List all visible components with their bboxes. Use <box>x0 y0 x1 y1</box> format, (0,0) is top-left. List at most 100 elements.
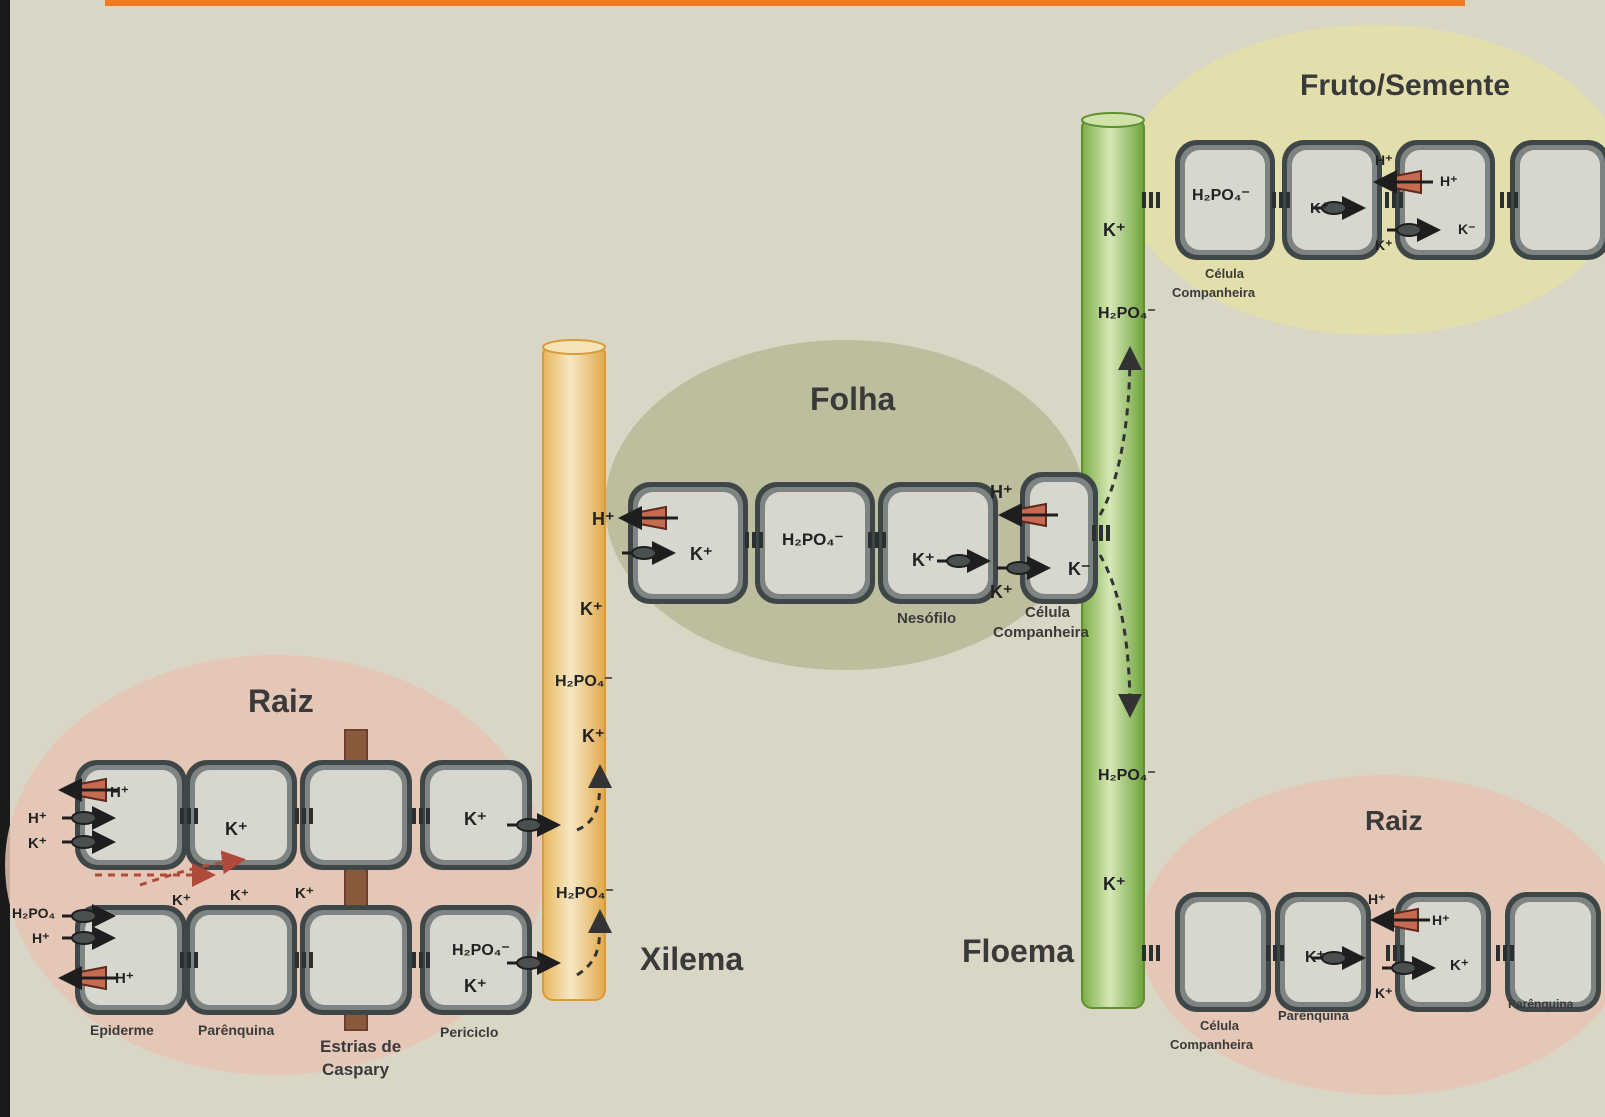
ion-k-leaf-cc: K⁺ <box>990 582 1013 602</box>
raiz-left-title: Raiz <box>248 683 314 719</box>
fruto-cell-4 <box>1510 140 1605 260</box>
channel-leaf-cc <box>997 556 1051 580</box>
leaf-companion-cell <box>1020 472 1098 604</box>
ion-k-epi-out: K⁺ <box>28 835 47 852</box>
fruto-plasmodesma-1 <box>1385 192 1403 208</box>
root-plasmodesma-top-2 <box>412 808 430 824</box>
ion-k-rraiz-3: K⁺ <box>1450 957 1469 974</box>
ion-h-epi-pump: H⁺ <box>110 784 129 801</box>
root-cell-top-4 <box>420 760 532 870</box>
ion-k-apo-3: K⁺ <box>295 885 314 902</box>
ion-k-xylem-1: K⁺ <box>580 599 603 619</box>
ion-h2po4-xylem-1: H₂PO₄⁻ <box>555 673 613 690</box>
ion-h2po4-fruto: H₂PO₄⁻ <box>1192 187 1250 204</box>
channel-leaf-1 <box>622 541 676 565</box>
symport-epi-top-2 <box>62 830 116 854</box>
ion-h2po4-phloem-1: H₂PO₄⁻ <box>1098 305 1156 322</box>
xilema-title: Xilema <box>640 941 743 977</box>
channel-peri-bot <box>507 951 561 975</box>
xylem-up-arrow-1 <box>576 764 612 832</box>
top-bar <box>105 0 1465 6</box>
xylem-up-arrow-2 <box>576 909 612 977</box>
fruto-cell-3 <box>1395 140 1495 260</box>
fruto-cell-1 <box>1175 140 1275 260</box>
rraiz-cell-2 <box>1275 892 1371 1012</box>
raiz-right-region <box>1140 775 1605 1095</box>
celula-fruto-label-1: Célula <box>1205 266 1245 281</box>
celula-leaf-label-2: Companheira <box>993 624 1090 641</box>
ion-h2po4-xylem-2: H₂PO₄⁻ <box>556 885 614 902</box>
root-cell-bottom-2 <box>185 905 297 1015</box>
leaf-plasmodesma-1 <box>868 532 886 548</box>
ion-h2po4-peri: H₂PO₄⁻ <box>452 942 510 959</box>
left-dark-edge <box>0 0 10 1117</box>
fruto-plasmodesma-0 <box>1272 192 1290 208</box>
ion-h-rraiz-2: H⁺ <box>1432 912 1450 928</box>
symport-epi-bot-1 <box>62 904 116 928</box>
ion-h-xylem-leaf: H⁺ <box>592 509 615 529</box>
root-cell-bottom-4 <box>420 905 532 1015</box>
fruto-phloem-plasmodesma <box>1142 192 1160 208</box>
ion-k-phloem-1: K⁺ <box>1103 220 1126 240</box>
ion-kminus-fruto: K⁻ <box>1458 221 1476 237</box>
rraiz-phloem-plasmodesma <box>1142 945 1160 961</box>
dashed-flows <box>95 346 1142 977</box>
ion-h-epi-pump-2: H⁺ <box>115 970 134 987</box>
ion-h-epi-out: H⁺ <box>28 810 47 827</box>
ion-k-peri: K⁺ <box>464 809 487 829</box>
estrias-label-1: Estrias de <box>320 1037 401 1056</box>
ion-h2po4-epi-out: H₂PO₄ <box>12 905 55 921</box>
ion-k-xylem-2: K⁺ <box>582 726 605 746</box>
root-plasmodesma-bot-0 <box>180 952 198 968</box>
ion-h-epi-out-2: H⁺ <box>32 930 50 946</box>
channel-leaf-meso <box>937 549 991 573</box>
ion-k-peri-bottom: K⁺ <box>464 976 487 996</box>
root-plasmodesma-bot-1 <box>295 952 313 968</box>
transporters-layer <box>58 169 1441 991</box>
leaf-cc-plasmodesma <box>1092 525 1110 541</box>
periciclo-label: Periciclo <box>440 1024 498 1040</box>
ion-k-leaf-meso: K⁺ <box>912 550 935 570</box>
root-cell-bottom-3 <box>300 905 412 1015</box>
folha-title: Folha <box>810 381 896 417</box>
leaf-plasmodesma-0 <box>745 532 763 548</box>
rraiz-cell-1 <box>1175 892 1271 1012</box>
ion-k-rraiz-par: K⁺ <box>1305 949 1325 966</box>
ion-h-fruto-2: H⁺ <box>1440 173 1458 189</box>
proton-pump-rraiz <box>1370 907 1430 933</box>
proton-pump-fruto <box>1373 169 1433 195</box>
estrias-label-2: Caspary <box>322 1060 390 1079</box>
fruto-plasmodesma-2 <box>1500 192 1518 208</box>
root-cell-top-3 <box>300 760 412 870</box>
nesofilo-label: Nesófilo <box>897 610 956 627</box>
phloem-down-arrow <box>1098 554 1142 718</box>
ion-k-apo-2: K⁺ <box>230 887 249 904</box>
phloem-up-arrow <box>1098 346 1142 516</box>
root-plasmodesma-bot-2 <box>412 952 430 968</box>
channel-peri-top <box>507 813 561 837</box>
proton-pump-leaf-1 <box>618 505 678 531</box>
ion-h2po4-phloem-2: H₂PO₄⁻ <box>1098 767 1156 784</box>
ion-h-leaf-cc: H⁺ <box>990 482 1013 502</box>
parenquina-left-label: Parênquina <box>198 1022 274 1038</box>
rraiz-cell-4 <box>1505 892 1601 1012</box>
ion-k-fruto-par: K⁺ <box>1310 200 1329 217</box>
floema-title: Floema <box>962 933 1074 969</box>
root-plasmodesma-top-0 <box>180 808 198 824</box>
fruto-title: Fruto/Semente <box>1300 69 1510 102</box>
parenquina-right-label-1: Parênquina <box>1278 1008 1350 1023</box>
celula-raiz-label-2: Companheira <box>1170 1037 1254 1052</box>
ion-h2po4-leaf: H₂PO₄⁻ <box>782 530 843 549</box>
root-plasmodesma-top-1 <box>295 808 313 824</box>
ion-k-leaf-1: K⁺ <box>690 544 713 564</box>
leaf-cell-3 <box>878 482 998 604</box>
channel-fruto-2 <box>1387 218 1441 242</box>
ion-k-par-top: K⁺ <box>225 819 248 839</box>
rraiz-plasmodesma-1 <box>1386 945 1404 961</box>
ion-kminus-leaf-cc: K⁻ <box>1068 559 1091 579</box>
ion-k-apo-1: K⁺ <box>172 892 191 909</box>
ion-k-rraiz-2: K⁺ <box>1375 985 1393 1001</box>
proton-pump-epi-top <box>58 777 118 803</box>
